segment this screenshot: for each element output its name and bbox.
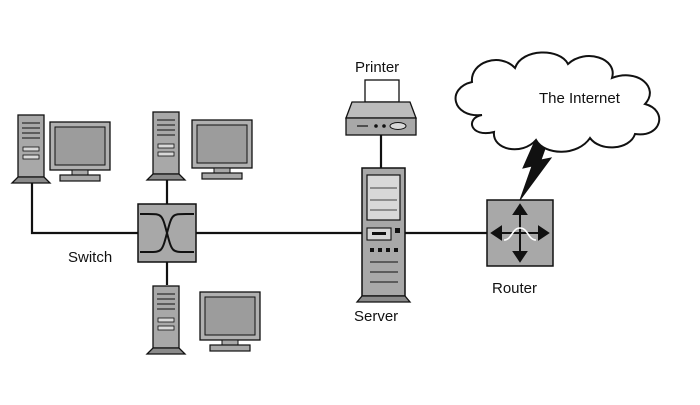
desktop-tower-icon: [11, 114, 51, 184]
link-pc1-switch: [30, 182, 138, 235]
server-label: Server: [354, 308, 398, 325]
desktop-monitor-icon: [191, 119, 253, 180]
router-label: Router: [492, 280, 537, 297]
desktop-monitor-icon: [199, 291, 261, 352]
desktop-monitor-icon: [49, 121, 111, 182]
computer-1: [11, 114, 111, 184]
desktop-tower-icon: [146, 285, 186, 355]
desktop-tower-icon: [146, 111, 186, 181]
router-icon: [486, 199, 554, 267]
switch-label: Switch: [68, 249, 112, 266]
cloud-icon: [454, 51, 661, 153]
server-icon: [355, 167, 412, 303]
printer-label: Printer: [355, 59, 399, 76]
network-links: [30, 135, 487, 285]
internet-label: The Internet: [539, 90, 621, 107]
network-switch-icon: [137, 203, 197, 263]
computer-2: [146, 111, 253, 181]
computer-3: [146, 285, 261, 355]
printer-icon: [345, 79, 417, 136]
